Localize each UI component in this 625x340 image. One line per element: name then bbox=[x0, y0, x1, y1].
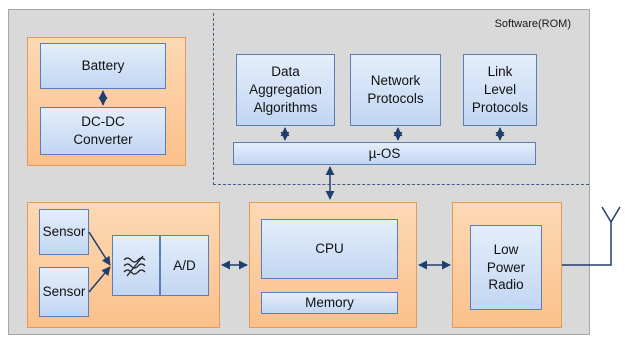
adc-block: A/D bbox=[160, 235, 209, 296]
link-level-protocols-block: Link Level Protocols bbox=[463, 54, 537, 126]
data-aggregation-block: Data Aggregation Algorithms bbox=[236, 54, 335, 126]
software-rom-region: Software(ROM) bbox=[213, 13, 589, 185]
software-rom-label: Software(ROM) bbox=[494, 18, 571, 30]
dc-dc-converter-block: DC-DC Converter bbox=[40, 107, 166, 155]
battery-label: Battery bbox=[81, 58, 125, 74]
network-protocols-block: Network Protocols bbox=[350, 54, 441, 126]
dc-dc-converter-label: DC-DC Converter bbox=[73, 114, 133, 147]
data-aggregation-label: Data Aggregation Algorithms bbox=[249, 64, 322, 115]
micro-os-label: µ-OS bbox=[368, 145, 401, 161]
adc-label: A/D bbox=[173, 257, 196, 273]
sensor1-filter-arrow bbox=[88, 231, 111, 266]
micro-os-block: µ-OS bbox=[233, 142, 536, 165]
lowpass-filter-icon bbox=[123, 255, 146, 276]
cpu-label: CPU bbox=[315, 241, 344, 257]
network-protocols-label: Network Protocols bbox=[367, 73, 424, 106]
link-level-protocols-label: Link Level Protocols bbox=[471, 64, 529, 115]
sensor-block-1: Sensor bbox=[39, 209, 89, 255]
filter-block bbox=[112, 235, 160, 296]
low-power-radio-block: Low Power Radio bbox=[470, 225, 542, 310]
cpu-block: CPU bbox=[261, 219, 398, 279]
antenna-icon bbox=[562, 206, 621, 266]
sensor2-filter-arrow bbox=[88, 266, 111, 293]
sensor-block-2: Sensor bbox=[39, 267, 89, 317]
sensor-label-1: Sensor bbox=[42, 224, 86, 240]
battery-block: Battery bbox=[40, 43, 166, 89]
low-power-radio-label: Low Power Radio bbox=[486, 241, 526, 293]
sensor-label-2: Sensor bbox=[42, 284, 86, 300]
memory-block: Memory bbox=[261, 292, 398, 314]
memory-label: Memory bbox=[305, 295, 354, 311]
